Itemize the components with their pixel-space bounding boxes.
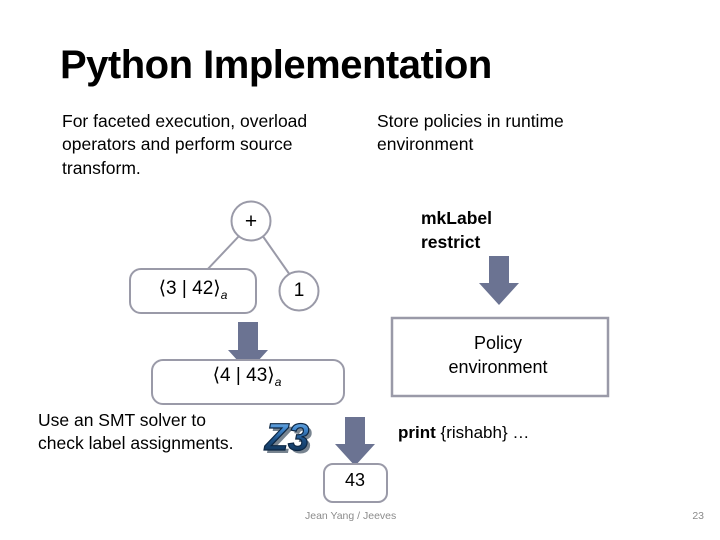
z3-logo: Z3 Z3: [263, 416, 312, 460]
footer-credit: Jean Yang / Jeeves: [305, 510, 397, 522]
tree-node-plus-label: +: [244, 210, 258, 233]
faceted-open-bracket: ⟨: [158, 278, 167, 299]
result-separator: |: [235, 365, 241, 386]
left-description-text: For faceted execution, overload operator…: [62, 111, 308, 178]
runtime-api-labels: mkLabel restrict: [421, 206, 492, 254]
faceted-value-box-4-43: [151, 359, 345, 405]
output-value-label: 43: [344, 470, 366, 490]
tree-node-one-label: 1: [293, 280, 305, 301]
policy-environment-label: Policy environment: [400, 332, 596, 380]
faceted-high-value: 3: [166, 278, 177, 299]
z3-logo-shadow: Z3: [267, 420, 312, 460]
faceted-value-box-3-42: [129, 268, 257, 314]
print-arguments: {rishabh} …: [440, 423, 530, 442]
tree-edge-left: [204, 234, 241, 273]
tree-node-one: [278, 270, 320, 312]
footer-page-number: 23: [692, 510, 704, 522]
result-close-bracket: ⟩: [267, 365, 275, 386]
tree-edge-right: [261, 234, 291, 276]
faceted-separator: |: [181, 278, 187, 299]
page-title: Python Implementation: [60, 43, 492, 87]
z3-logo-text: Z3: [264, 417, 309, 459]
faceted-label-subscript: a: [220, 287, 228, 302]
faceted-low-value: 42: [192, 278, 214, 299]
result-low-value: 43: [246, 365, 268, 386]
restrict-label: restrict: [421, 232, 481, 253]
policy-environment-line2: environment: [448, 356, 548, 377]
result-open-bracket: ⟨: [212, 365, 221, 386]
print-statement: print {rishabh} …: [398, 423, 529, 443]
mklabel-label: mkLabel: [421, 208, 492, 228]
faceted-value-label-4-43: ⟨4 | 43⟩a: [163, 364, 331, 389]
result-label-subscript: a: [274, 374, 282, 389]
policy-environment-line1: Policy: [473, 333, 522, 353]
smt-description-text: Use an SMT solver to check label assignm…: [38, 410, 234, 454]
right-description-text: Store policies in runtime environment: [377, 111, 564, 155]
arrow-result-to-output: [335, 417, 375, 466]
output-value-box: [323, 463, 388, 503]
arrow-mklabel-to-policy: [479, 256, 519, 305]
policy-environment-box: [390, 316, 610, 398]
tree-node-plus: [230, 200, 272, 242]
faceted-close-bracket: ⟩: [213, 278, 221, 299]
faceted-value-label-3-42: ⟨3 | 42⟩a: [133, 277, 253, 302]
result-high-value: 4: [220, 365, 231, 386]
print-keyword: print: [398, 423, 436, 442]
